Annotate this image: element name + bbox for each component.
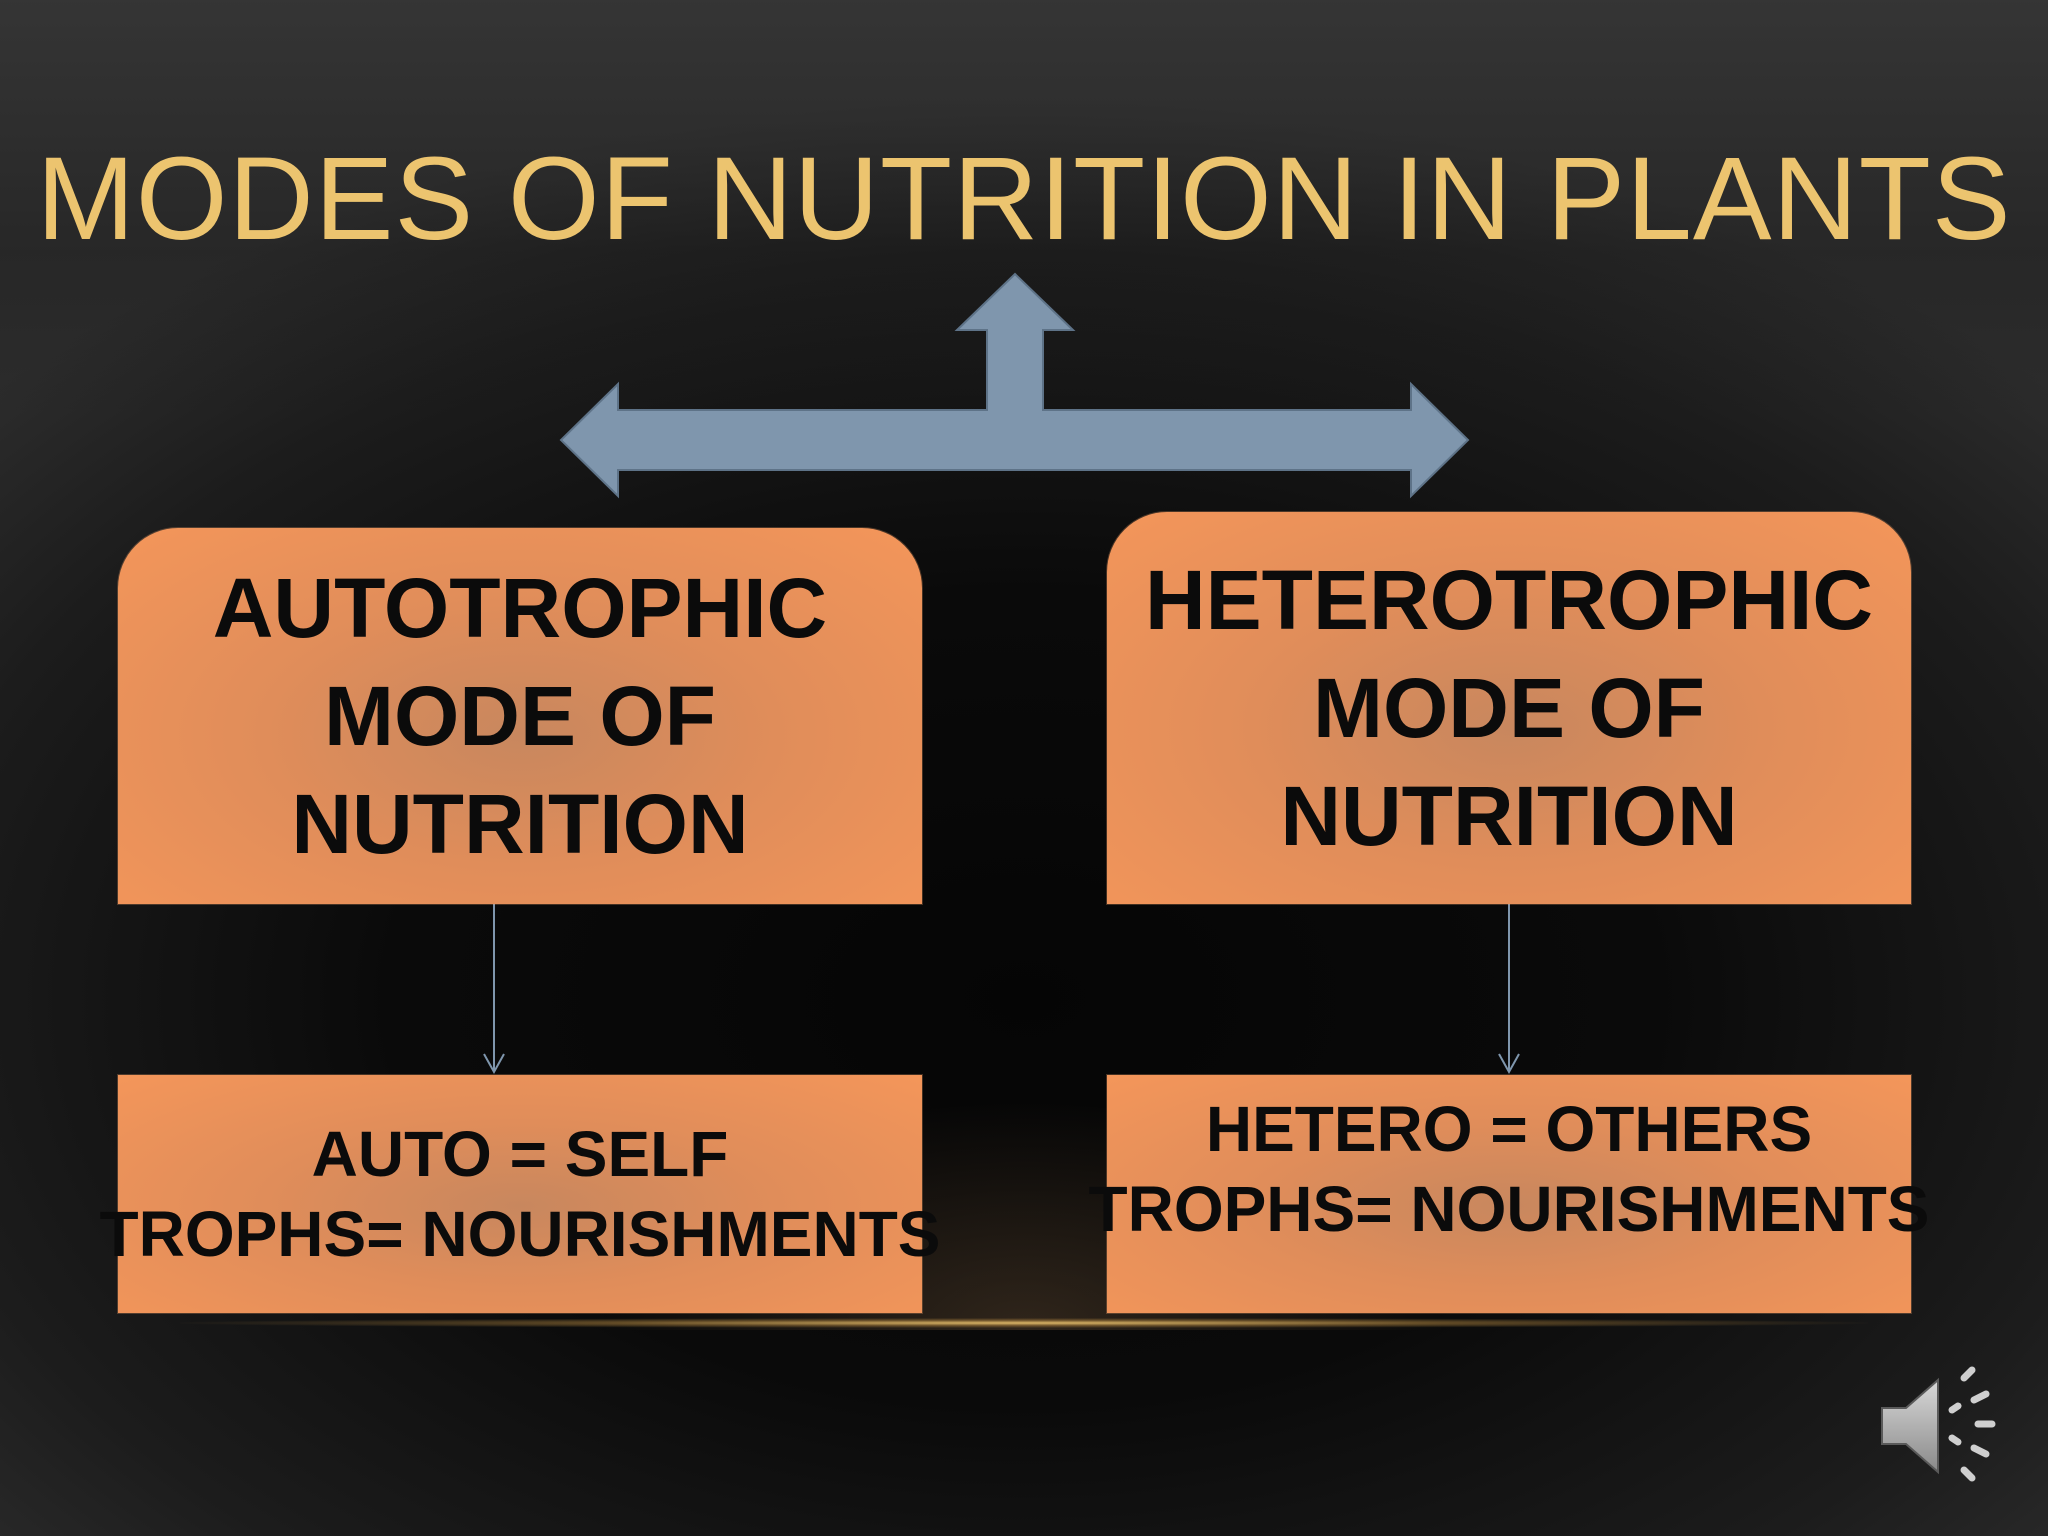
horizon-glow	[180, 1318, 1868, 1328]
autotrophic-heading-line: NUTRITION	[291, 777, 749, 871]
autotrophic-definition-line: AUTO = SELF	[311, 1118, 729, 1190]
slide-title: MODES OF NUTRITION IN PLANTS	[36, 133, 2012, 265]
heterotrophic-definition-line: TROPHS= NOURISHMENTS	[1088, 1173, 1930, 1245]
heterotrophic-heading-line: HETEROTROPHIC	[1144, 553, 1874, 647]
autotrophic-heading-line: AUTOTROPHIC	[212, 561, 828, 655]
heterotrophic-definition-box: HETERO = OTHERS TROPHS= NOURISHMENTS	[1089, 1075, 1929, 1313]
heterotrophic-box: HETEROTROPHIC MODE OF NUTRITION	[1107, 512, 1911, 904]
heterotrophic-heading-line: MODE OF	[1313, 661, 1705, 755]
heterotrophic-heading-line: NUTRITION	[1280, 769, 1738, 863]
heterotrophic-definition-line: HETERO = OTHERS	[1205, 1093, 1813, 1165]
speaker-icon[interactable]	[1872, 1366, 2012, 1486]
autotrophic-definition-box: AUTO = SELF TROPHS= NOURISHMENTS	[100, 1075, 940, 1313]
autotrophic-heading-line: MODE OF	[324, 669, 716, 763]
connector-arrow-right	[1498, 904, 1520, 1075]
connector-arrow-left	[483, 904, 505, 1075]
autotrophic-definition-line: TROPHS= NOURISHMENTS	[99, 1198, 941, 1270]
branch-arrow-shape	[559, 272, 1470, 499]
autotrophic-box: AUTOTROPHIC MODE OF NUTRITION	[118, 528, 922, 904]
